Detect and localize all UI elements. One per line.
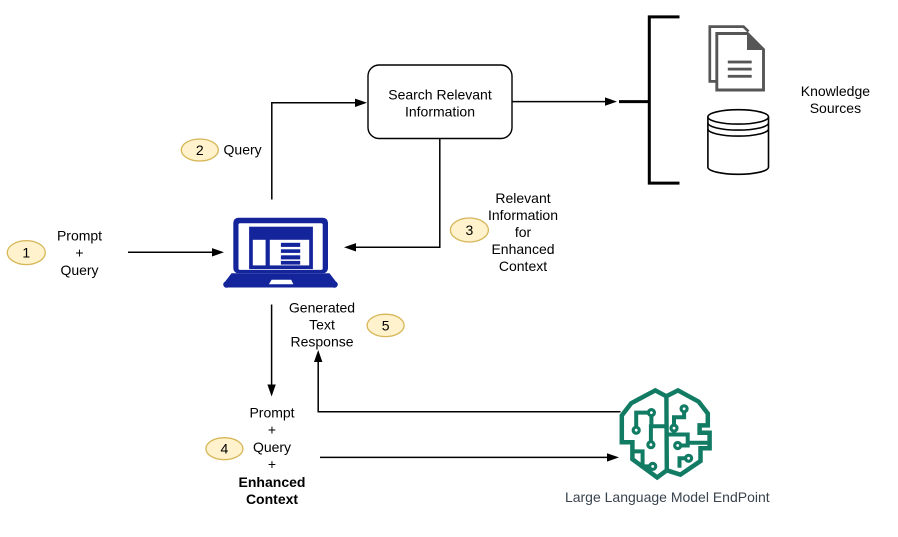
svg-text:Text: Text [309, 316, 335, 332]
svg-text:Enhanced: Enhanced [239, 474, 306, 490]
svg-text:Query: Query [253, 439, 291, 455]
svg-text:Information: Information [405, 104, 475, 120]
svg-text:Response: Response [290, 333, 353, 349]
svg-text:Large Language Model EndPoint: Large Language Model EndPoint [565, 489, 770, 505]
svg-text:Sources: Sources [810, 100, 861, 116]
svg-text:Information: Information [488, 207, 558, 223]
svg-text:+: + [75, 245, 83, 261]
svg-text:Query: Query [224, 142, 262, 158]
svg-text:2: 2 [196, 142, 204, 158]
svg-text:Prompt: Prompt [57, 228, 102, 244]
svg-text:5: 5 [382, 317, 390, 333]
svg-text:+: + [268, 422, 276, 438]
svg-text:1: 1 [22, 245, 30, 261]
svg-text:Context: Context [246, 491, 298, 507]
svg-text:for: for [515, 224, 532, 240]
svg-text:4: 4 [221, 441, 229, 457]
svg-text:Query: Query [60, 262, 98, 278]
svg-text:Relevant: Relevant [495, 190, 550, 206]
svg-text:Knowledge: Knowledge [801, 83, 870, 99]
svg-text:Enhanced: Enhanced [491, 241, 554, 257]
svg-text:Generated: Generated [289, 299, 355, 315]
svg-text:Prompt: Prompt [249, 405, 294, 421]
svg-text:+: + [268, 456, 276, 472]
svg-text:3: 3 [466, 222, 474, 238]
svg-text:Context: Context [499, 258, 547, 274]
svg-text:Search Relevant: Search Relevant [388, 87, 492, 103]
